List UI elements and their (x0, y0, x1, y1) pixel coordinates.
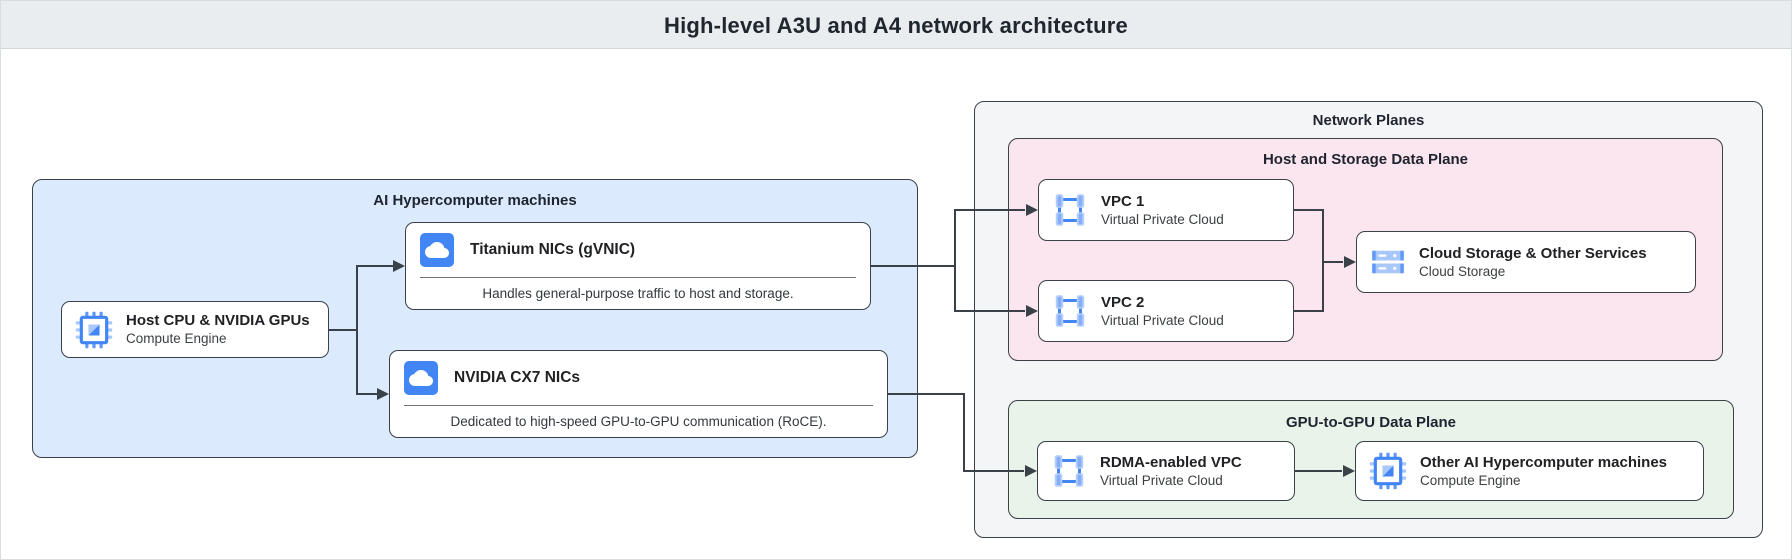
node-subtitle: Virtual Private Cloud (1101, 211, 1224, 227)
vpc-icon (1051, 453, 1087, 489)
node-nvidia-cx7-nics: NVIDIA CX7 NICs Dedicated to high-speed … (389, 350, 888, 438)
node-titanium-nics: Titanium NICs (gVNIC) Handles general-pu… (405, 222, 871, 310)
node-cloud-storage: Cloud Storage & Other Services Cloud Sto… (1356, 231, 1696, 293)
node-subtitle: Virtual Private Cloud (1100, 472, 1223, 488)
node-rdma-enabled-vpc: RDMA-enabled VPC Virtual Private Cloud (1037, 441, 1295, 501)
node-description: Handles general-purpose traffic to host … (482, 286, 794, 301)
group-title: AI Hypercomputer machines (373, 192, 577, 209)
group-title: Host and Storage Data Plane (1262, 151, 1469, 168)
node-title: VPC 2 (1101, 293, 1145, 311)
node-description: Dedicated to high-speed GPU-to-GPU commu… (450, 414, 827, 429)
node-other-ai-hypercomputer-machines: Other AI Hypercomputer machines Compute … (1355, 441, 1704, 501)
vpc-icon (1052, 192, 1088, 228)
page-title: High-level A3U and A4 network architectu… (664, 12, 1128, 38)
node-vpc-2: VPC 2 Virtual Private Cloud (1038, 280, 1294, 342)
group-title: GPU-to-GPU Data Plane (1285, 414, 1457, 431)
node-subtitle: Virtual Private Cloud (1101, 312, 1224, 328)
cloud-nic-icon (420, 233, 454, 267)
node-title: Host CPU & NVIDIA GPUs (126, 312, 310, 329)
divider (404, 405, 873, 406)
diagram-header: High-level A3U and A4 network architectu… (1, 1, 1791, 49)
node-host-cpu: Host CPU & NVIDIA GPUs Compute Engine (61, 301, 329, 358)
node-title: Cloud Storage & Other Services (1419, 244, 1647, 262)
node-subtitle: Cloud Storage (1419, 263, 1506, 279)
node-title: VPC 1 (1101, 192, 1145, 210)
compute-engine-icon (75, 311, 113, 349)
node-subtitle: Compute Engine (126, 331, 227, 346)
divider (420, 277, 856, 278)
node-title: RDMA-enabled VPC (1100, 453, 1242, 471)
node-title: Other AI Hypercomputer machines (1420, 453, 1668, 471)
group-title: Network Planes (1312, 112, 1425, 129)
compute-engine-icon (1369, 452, 1407, 490)
node-title: Titanium NICs (gVNIC) (470, 241, 636, 258)
node-vpc-1: VPC 1 Virtual Private Cloud (1038, 179, 1294, 241)
node-title: NVIDIA CX7 NICs (454, 369, 581, 386)
cloud-nic-icon (404, 361, 438, 395)
cloud-storage-icon (1370, 244, 1406, 280)
node-subtitle: Compute Engine (1420, 472, 1521, 488)
vpc-icon (1052, 293, 1088, 329)
